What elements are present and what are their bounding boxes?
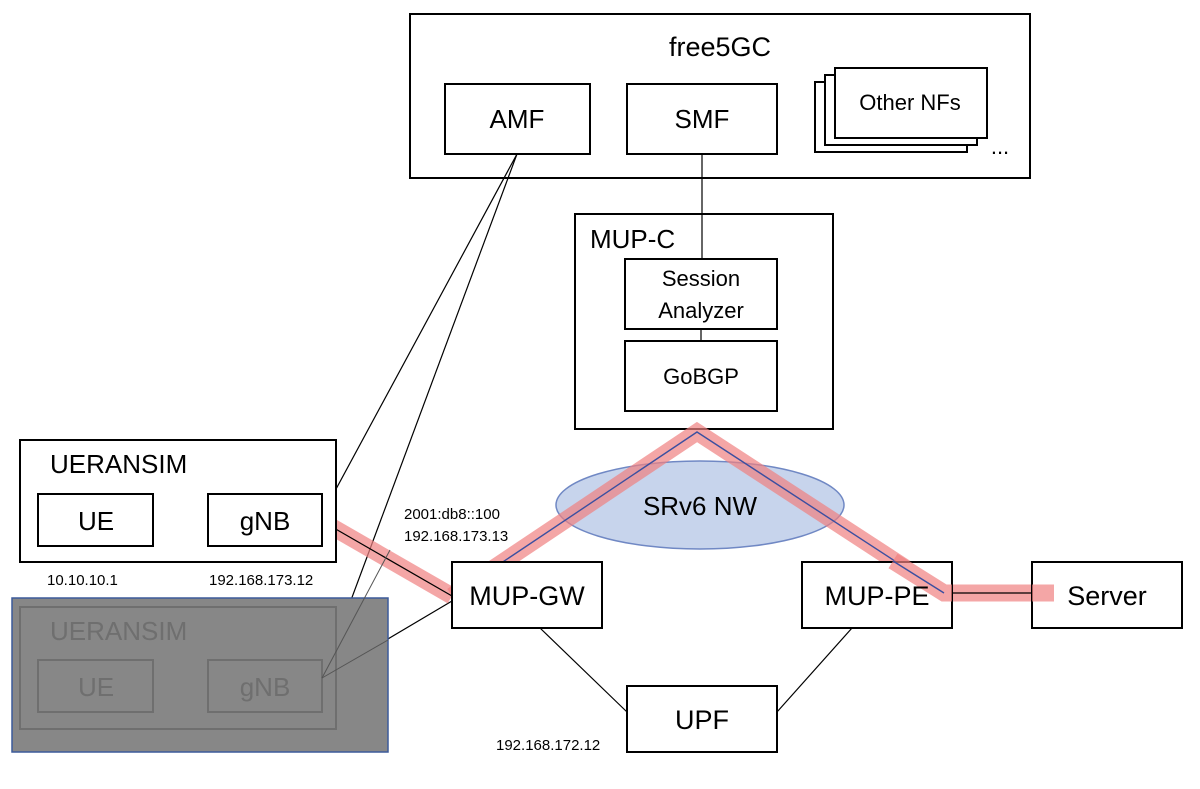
upf-ip-label: 192.168.172.12 <box>496 737 600 754</box>
gw-ipv4-label: 192.168.173.13 <box>404 528 508 545</box>
ue-node: UE <box>37 493 154 547</box>
gnb-label: gNB <box>240 506 291 536</box>
server-label: Server <box>1067 581 1147 611</box>
ghost-background <box>11 597 389 753</box>
gnb-node: gNB <box>207 493 323 547</box>
amf-node: AMF <box>444 83 591 155</box>
amf-to-gnb-line <box>321 153 518 516</box>
gobgp-label: GoBGP <box>663 364 739 389</box>
upf-to-pe-line <box>776 627 853 713</box>
ghost-ue-label: UE <box>78 672 114 702</box>
smf-node: SMF <box>626 83 778 155</box>
mup-c-block: MUP-C Session Analyzer GoBGP <box>574 213 834 430</box>
upf-node: UPF <box>626 685 778 753</box>
upf-label: UPF <box>675 705 729 735</box>
gnb-ip-label: 192.168.173.12 <box>209 572 313 589</box>
smf-label: SMF <box>675 104 730 134</box>
mup-c-title: MUP-C <box>590 224 675 254</box>
ghost-gnb-box <box>207 659 323 713</box>
mup-gw-node: MUP-GW <box>451 561 603 629</box>
ue-label: UE <box>78 506 114 536</box>
other-nfs-label: Other NFs <box>859 90 960 115</box>
ghost-gw-line-overlay <box>321 639 389 679</box>
mup-pe-label: MUP-PE <box>824 581 929 611</box>
srv6-label: SRv6 NW <box>643 491 758 521</box>
control-connectors <box>321 153 853 713</box>
ueransim-block: UERANSIM UE gNB <box>19 439 337 563</box>
gw-to-upf-line <box>539 627 628 713</box>
gobgp-node: GoBGP <box>624 340 778 412</box>
session-analyzer-node: Session Analyzer <box>624 258 778 330</box>
amf-label: AMF <box>490 104 545 134</box>
ueransim-ghost-block: UERANSIM UE gNB <box>11 549 391 753</box>
pe-path-overlay <box>892 560 945 594</box>
free5gc-title: free5GC <box>669 32 771 62</box>
session-analyzer-line2: Analyzer <box>658 298 744 323</box>
mup-gw-label: MUP-GW <box>469 581 585 611</box>
ghost-ueransim-title: UERANSIM <box>50 616 187 646</box>
ghost-gnb-label: gNB <box>240 672 291 702</box>
ueransim-title: UERANSIM <box>50 449 187 479</box>
mup-pe-node: MUP-PE <box>801 553 953 629</box>
other-nfs-stack: Other NFs <box>814 67 988 153</box>
session-analyzer-line1: Session <box>662 266 740 291</box>
amf-to-ghost-gnb-line <box>321 153 518 679</box>
ue-ip-label: 10.10.10.1 <box>47 572 118 589</box>
ghost-amf-line-overlay <box>321 549 391 679</box>
ghost-ue-box <box>37 659 154 713</box>
server-node: Server <box>1031 561 1183 629</box>
free5gc-core: free5GC AMF SMF Other NFs ... <box>409 13 1031 179</box>
srv6-path-line <box>451 431 945 597</box>
gw-ipv6-label: 2001:db8::100 <box>404 506 500 523</box>
ellipsis-text: ... <box>991 134 1009 159</box>
